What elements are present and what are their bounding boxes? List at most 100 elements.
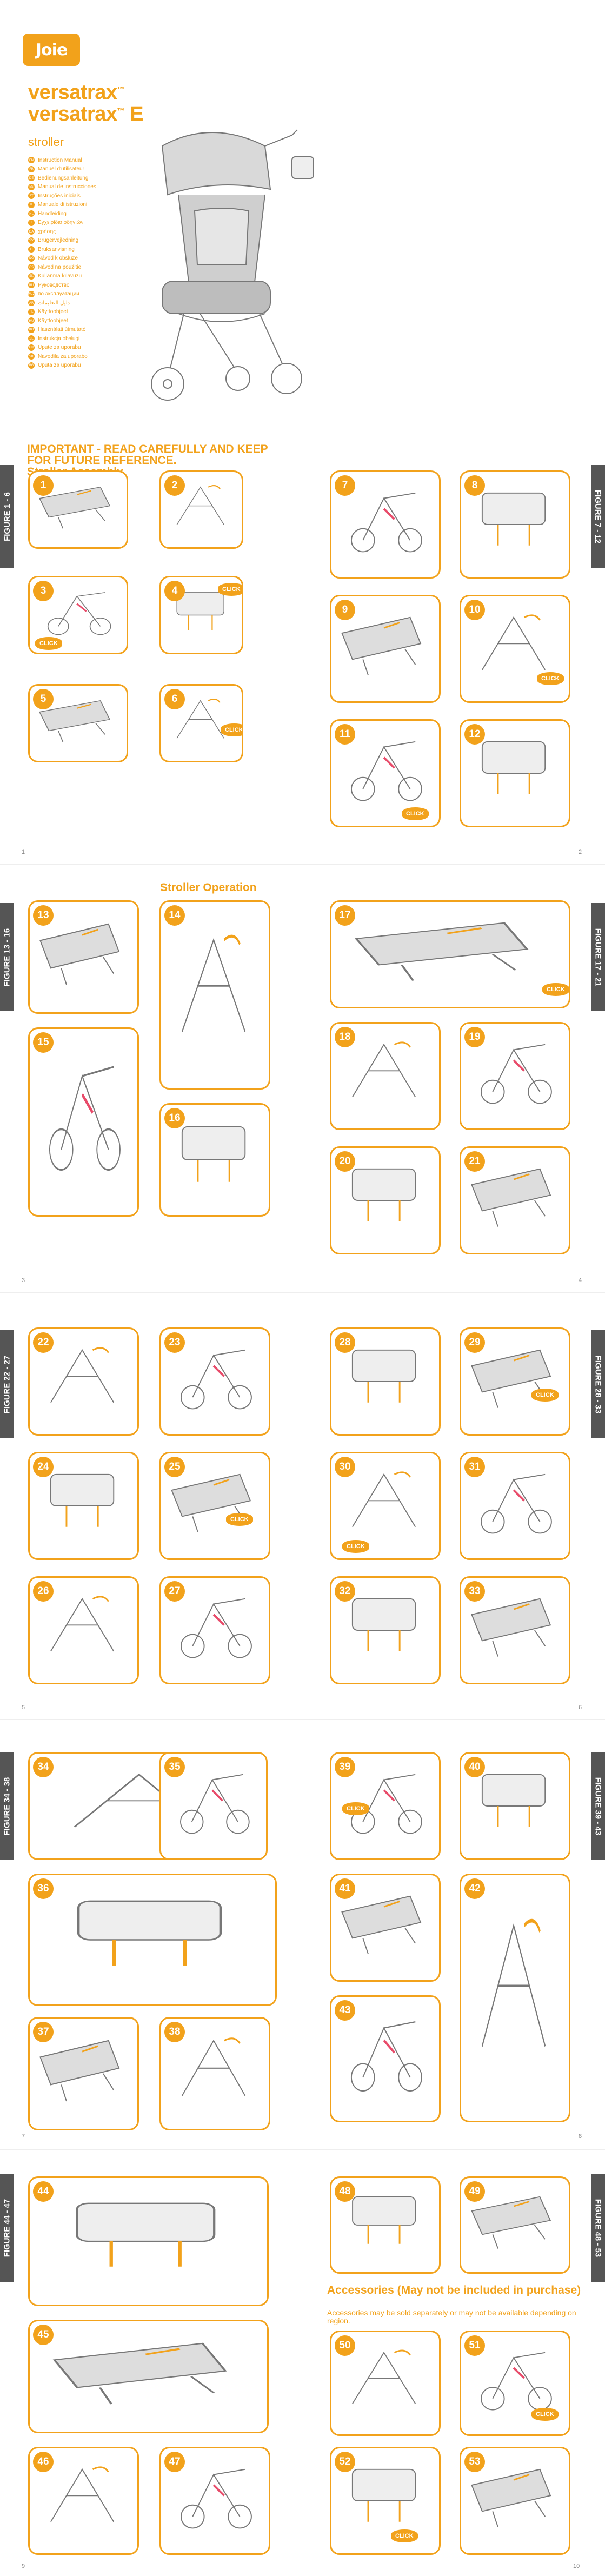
figure-illustration xyxy=(181,2037,246,2096)
figure-number-badge: 3 xyxy=(33,581,54,601)
figure-tab: FIGURE 44 - 47 xyxy=(0,2174,14,2282)
figure-panel-8: 8 xyxy=(460,470,570,579)
language-code-badge: DA xyxy=(28,228,35,235)
figure-number-badge: 52 xyxy=(335,2452,355,2472)
stroller-operation-heading: Stroller Operation xyxy=(160,881,257,894)
figure-illustration xyxy=(480,1044,552,1104)
language-code-badge: ES xyxy=(28,183,35,190)
figure-panel-18: 18 xyxy=(330,1022,441,1130)
figure-panel-49: 49 xyxy=(460,2176,570,2274)
figure-illustration xyxy=(176,484,224,525)
figure-number-badge: 23 xyxy=(164,1332,185,1353)
figure-panel-36: 36 xyxy=(28,1874,277,2006)
page-number: 3 xyxy=(22,1277,25,1284)
figure-panel-14: 14 xyxy=(159,900,270,1090)
figure-panel-9: 9 xyxy=(330,595,441,703)
language-label: Käyttöohjeet xyxy=(38,309,68,315)
figure-illustration xyxy=(350,741,422,801)
figure-panel-12: 12 xyxy=(460,719,570,827)
figure-illustration xyxy=(171,1473,251,1532)
figure-number-badge: 35 xyxy=(164,1757,185,1777)
figure-number-badge: 49 xyxy=(464,2181,485,2202)
language-label: Käyttöohjeet xyxy=(38,317,68,324)
figure-panel-31: 31 xyxy=(460,1452,570,1560)
figure-panel-46: 46 xyxy=(28,2447,139,2555)
figure-illustration xyxy=(180,1598,252,1658)
language-label: χρήσης xyxy=(38,228,56,235)
figure-panel-41: 41 xyxy=(330,1874,441,1982)
figure-panel-19: 19 xyxy=(460,1022,570,1130)
figure-number-badge: 53 xyxy=(464,2452,485,2472)
figure-illustration xyxy=(352,1041,416,1098)
figure-illustration xyxy=(352,2349,416,2404)
language-label: Upute za uporabu xyxy=(38,344,81,351)
language-label: Navodila za uporabo xyxy=(38,353,88,360)
figure-panel-43: 43 xyxy=(330,1995,441,2122)
click-badge: CLICK xyxy=(531,2408,559,2421)
figure-number-badge: 16 xyxy=(164,1108,185,1128)
page-number: 10 xyxy=(573,2563,580,2570)
figure-panel-15: 15 xyxy=(28,1027,139,1217)
figure-panel-28: 28 xyxy=(330,1327,441,1436)
language-code-badge: HU xyxy=(28,317,35,324)
figure-panel-53: 53 xyxy=(460,2447,570,2555)
figure-number-badge: 25 xyxy=(164,1457,185,1477)
figure-illustration xyxy=(471,2196,551,2249)
language-code-badge: EN xyxy=(28,157,35,164)
figure-illustration xyxy=(351,1598,416,1651)
figure-panel-7: 7 xyxy=(330,470,441,579)
figure-illustration xyxy=(180,2468,252,2529)
click-badge: CLICK xyxy=(391,2529,418,2542)
language-code-badge: FR xyxy=(28,165,35,172)
language-code-badge: PL xyxy=(28,308,35,315)
page-number: 2 xyxy=(579,849,582,855)
figure-number-badge: 38 xyxy=(164,2022,185,2042)
figure-illustration xyxy=(39,923,120,985)
figure-tab: FIGURE 48 - 53 xyxy=(591,2174,605,2282)
figure-number-badge: 47 xyxy=(164,2452,185,2472)
figure-illustration xyxy=(481,492,546,546)
figure-panel-40: 40 xyxy=(460,1752,570,1860)
figure-illustration xyxy=(76,2202,216,2267)
language-code-badge: BG xyxy=(28,362,35,369)
figure-number-badge: 17 xyxy=(335,905,355,926)
figure-number-badge: 18 xyxy=(335,1027,355,1047)
figure-illustration xyxy=(350,1774,422,1834)
language-label: Uputa za uporabu xyxy=(38,362,81,369)
figure-panel-23: 23 xyxy=(159,1327,270,1436)
figure-number-badge: 36 xyxy=(33,1878,54,1899)
accessories-note: Accessories may be sold separately or ma… xyxy=(327,2308,576,2325)
figure-number-badge: 26 xyxy=(33,1581,54,1602)
figure-number-badge: 8 xyxy=(464,475,485,496)
joie-logo: Joie xyxy=(23,34,80,66)
figure-number-badge: 48 xyxy=(335,2181,355,2202)
language-code-badge: FI xyxy=(28,246,35,253)
figure-illustration xyxy=(176,698,224,739)
figure-panel-21: 21 xyxy=(460,1146,570,1254)
figure-number-badge: 13 xyxy=(33,905,54,926)
figure-illustration xyxy=(481,1774,546,1827)
figure-panel-13: 13 xyxy=(28,900,139,1014)
language-code-badge: SL xyxy=(28,335,35,342)
figure-panel-2: 2 xyxy=(159,470,243,549)
figure-number-badge: 34 xyxy=(33,1757,54,1777)
language-code-badge: NO xyxy=(28,255,35,262)
figure-number-badge: 9 xyxy=(335,600,355,620)
language-label: Bruksanvisning xyxy=(38,246,75,253)
figure-illustration xyxy=(480,1473,552,1534)
